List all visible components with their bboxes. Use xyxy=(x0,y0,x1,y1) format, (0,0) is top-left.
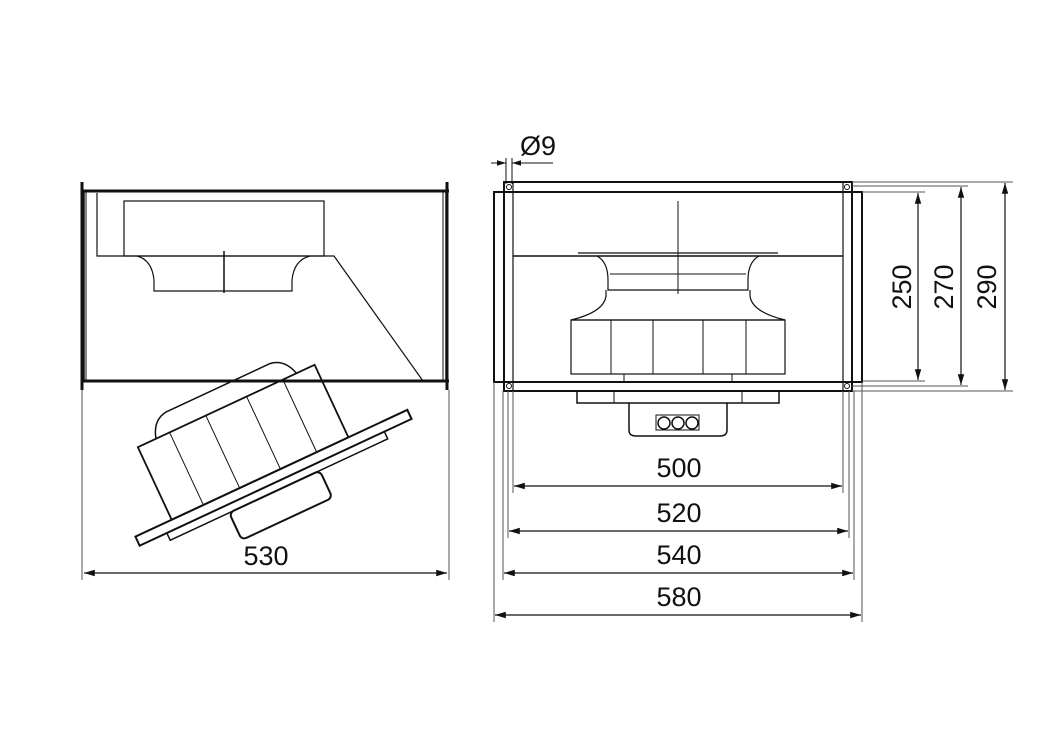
mount-hole xyxy=(506,184,512,190)
height-dims: 250 270 290 xyxy=(852,181,1013,392)
front-view: Ø9 500 520 540 580 xyxy=(491,131,1013,622)
side-housing xyxy=(80,182,449,390)
label-250: 250 xyxy=(887,264,917,309)
label-540: 540 xyxy=(656,540,701,570)
label-530: 530 xyxy=(243,541,288,571)
label-270: 270 xyxy=(929,264,959,309)
label-520: 520 xyxy=(656,498,701,528)
label-290: 290 xyxy=(972,264,1002,309)
side-view: 530 xyxy=(80,182,450,580)
label-500: 500 xyxy=(656,453,701,483)
label-580: 580 xyxy=(656,582,701,612)
width-dims: 500 520 540 580 xyxy=(493,382,863,622)
side-tilted-fan xyxy=(134,361,413,548)
mount-hole xyxy=(844,383,850,389)
mount-hole xyxy=(844,184,850,190)
dim-hole: Ø9 xyxy=(491,131,556,184)
dim-530: 530 xyxy=(81,390,450,580)
label-hole-diameter: Ø9 xyxy=(520,131,556,161)
front-fan xyxy=(570,201,786,437)
mount-hole xyxy=(506,383,512,389)
